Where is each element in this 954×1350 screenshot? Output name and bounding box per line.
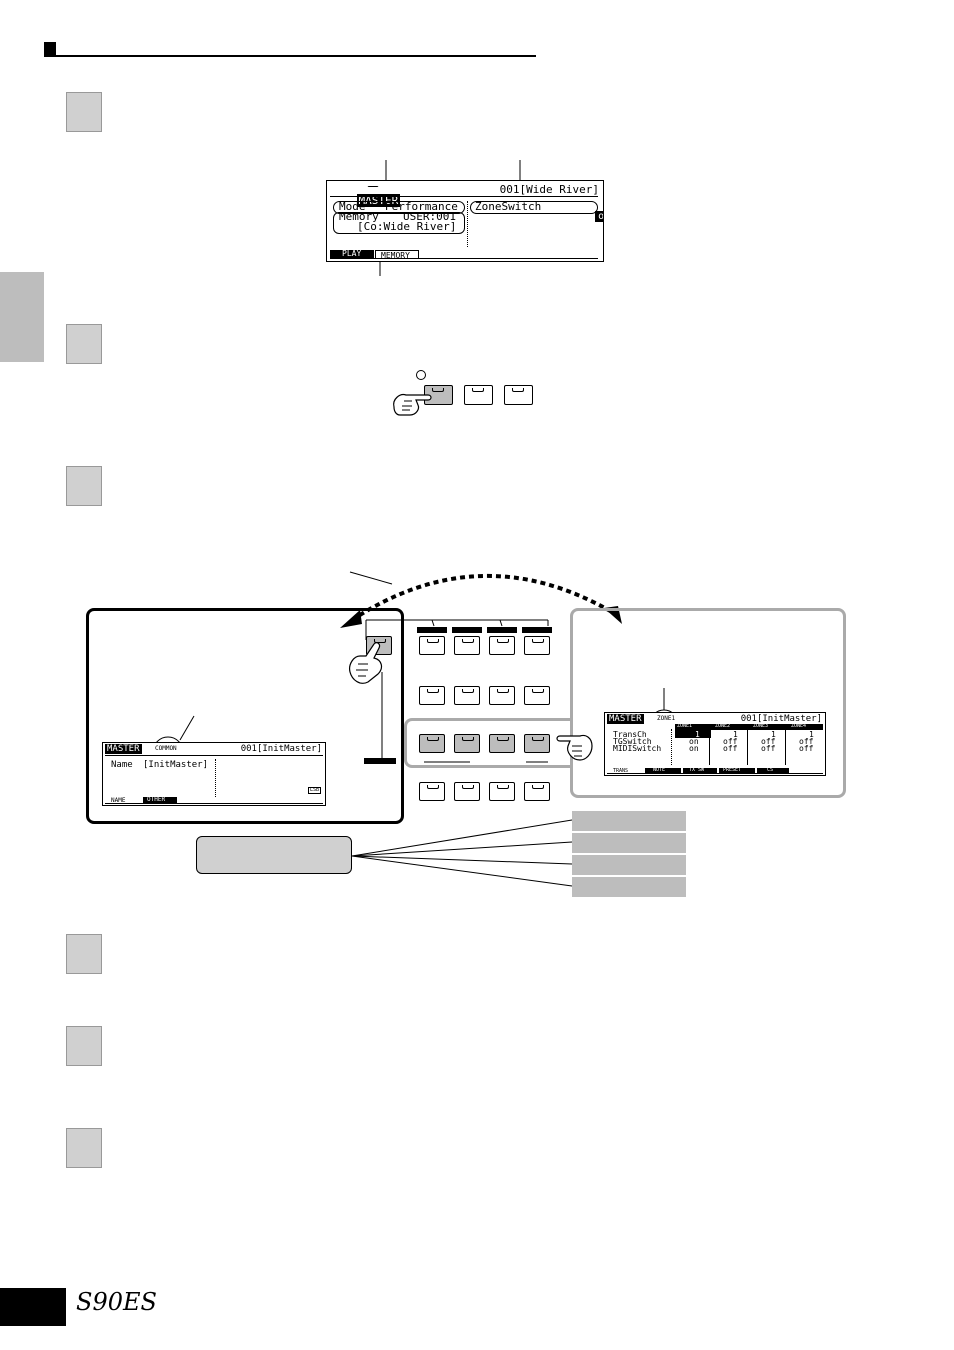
lcd3-row-label-tgswitch: TGSwitch	[613, 737, 652, 746]
lcd3-zone-header-bar	[675, 724, 823, 730]
panel-button-2[interactable]	[464, 385, 493, 405]
page-number-block	[0, 1288, 66, 1326]
lcd1-title: MASTER	[356, 194, 401, 207]
lcd1-tab-play[interactable]: PLAY	[330, 250, 374, 259]
grid-button-r2c2[interactable]	[454, 686, 480, 705]
zone-label-box	[196, 836, 352, 874]
grid-button-r1c2[interactable]	[454, 636, 480, 655]
grid-button-r4c1[interactable]	[419, 782, 445, 801]
lcd3-zone-header-1: ZONE1	[677, 723, 693, 729]
lcd1-header-right: 001[Wide River]	[499, 183, 599, 196]
grid-button-r2c3[interactable]	[489, 686, 515, 705]
lcd-master-play-screen: MASTER 001[Wide River] Mode Performance …	[326, 180, 604, 262]
lcd2-name-label: Name	[111, 760, 133, 770]
zone-switch-label: ZoneSwitch	[475, 200, 542, 213]
lcd3-row-label-transch: TransCh	[613, 730, 647, 739]
panel-button-3[interactable]	[504, 385, 533, 405]
lcd3-title: MASTER	[607, 714, 644, 724]
zone-bar-4	[572, 877, 686, 897]
lcd3-header-right: 001[InitMaster]	[740, 714, 822, 724]
step-marker-2	[66, 324, 102, 364]
lcd3-tab-txsw[interactable]: TX SW	[683, 768, 717, 774]
lcd3-row-label-midiswitch: MIDISwitch	[613, 744, 662, 753]
section-rule	[44, 55, 536, 57]
grid-button-r1c4[interactable]	[524, 636, 550, 655]
zone1-button[interactable]	[419, 734, 445, 753]
lcd-master-zone-screen: MASTER ZONE1 001[InitMaster] ZONE1 ZONE2…	[604, 712, 826, 776]
lcd3-zone-header-2: ZONE2	[715, 723, 731, 729]
lcd3-transch-zone1[interactable]: 1	[695, 730, 700, 739]
zone-switch-value: on	[595, 211, 603, 222]
lcd1-tab-memory[interactable]: MEMORY	[375, 250, 419, 260]
lcd3-transch-zone3[interactable]: 1	[771, 730, 776, 739]
lcd3-transch-zone4[interactable]: 1	[809, 730, 814, 739]
memory-label: Memory	[339, 210, 379, 223]
grid-button-r4c4[interactable]	[524, 782, 550, 801]
mode-label: Mode	[339, 200, 366, 213]
step-marker-6	[66, 1128, 102, 1168]
lcd3-zone-tag: ZONE1	[657, 715, 676, 722]
lcd3-tab-preset[interactable]: PRESET	[719, 768, 755, 774]
panel-bracket-lines	[365, 619, 549, 763]
lcd3-midiswitch-zone2[interactable]: off	[723, 744, 738, 753]
lcd3-transch-zone2[interactable]: 1	[733, 730, 738, 739]
s90es-logo: S90ES	[76, 1288, 157, 1316]
lcd3-midiswitch-zone1[interactable]: on	[689, 744, 699, 753]
section-marker	[44, 42, 56, 56]
zone-edit-callout-box	[570, 608, 846, 798]
grid-button-r2c1[interactable]	[419, 686, 445, 705]
zone4-button[interactable]	[524, 734, 550, 753]
zone-bar-2	[572, 833, 686, 853]
memory-box[interactable]	[333, 212, 465, 234]
lcd3-tab-cs[interactable]: CS	[757, 768, 789, 774]
lcd3-tgswitch-zone1[interactable]: on	[689, 737, 699, 746]
lcd3-tgswitch-zone2[interactable]: off	[723, 737, 738, 746]
lcd3-midiswitch-zone4[interactable]: off	[799, 744, 814, 753]
zone-row-highlight	[404, 718, 572, 768]
lcd-master-common-screen: MASTER COMMON 001[InitMaster] Name [Init…	[102, 742, 326, 806]
step-marker-4	[66, 934, 102, 974]
lcd3-zone-header-4: ZONE4	[791, 723, 807, 729]
memory-name: [Co:Wide River]	[357, 220, 457, 233]
grid-button-r1c1[interactable]	[419, 636, 445, 655]
zone3-button[interactable]	[489, 734, 515, 753]
lcd3-midiswitch-zone3[interactable]: off	[761, 744, 776, 753]
fan-lines	[351, 819, 573, 887]
mode-pill[interactable]	[333, 201, 465, 214]
grid-button-r2c4[interactable]	[524, 686, 550, 705]
lcd2-tab-name[interactable]: NAME	[111, 797, 126, 804]
lcd2-common-tag: COMMON	[155, 745, 177, 752]
zone2-button[interactable]	[454, 734, 480, 753]
zone-bar-3	[572, 855, 686, 875]
lcd2-title: MASTER	[105, 744, 142, 754]
grid-button-r4c2[interactable]	[454, 782, 480, 801]
memory-value: USER:001	[403, 210, 456, 223]
zone-switch-pill[interactable]	[470, 201, 598, 214]
bracket-bar-left	[364, 758, 396, 764]
lcd2-tab-other[interactable]: OTHER	[143, 797, 177, 804]
side-tab	[0, 272, 44, 362]
led-indicator	[416, 370, 426, 380]
zone-bar-1	[572, 811, 686, 831]
common-pointing-hand-icon	[349, 642, 383, 684]
lcd3-tab-note[interactable]: NOTE	[645, 768, 681, 774]
lcd3-tab-trans[interactable]: TRANS	[613, 768, 629, 774]
lcd2-indicator: LSB	[307, 787, 321, 794]
mode-value: Performance	[385, 200, 458, 213]
zone-pointing-hand-icon	[556, 734, 593, 761]
lcd3-tgswitch-zone3[interactable]: off	[761, 737, 776, 746]
step-marker-3	[66, 466, 102, 506]
lcd3-tgswitch-zone4[interactable]: off	[799, 737, 814, 746]
common-edit-callout-box	[86, 608, 404, 824]
lcd3-zone-header-3: ZONE3	[753, 723, 769, 729]
grid-button-r1c3[interactable]	[489, 636, 515, 655]
step-marker-1	[66, 92, 102, 132]
pointing-hand-icon	[393, 394, 432, 416]
step-marker-5	[66, 1026, 102, 1066]
lcd2-header-right: 001[InitMaster]	[240, 744, 322, 754]
lcd2-name-value[interactable]: [InitMaster]	[143, 760, 209, 770]
grid-button-r4c3[interactable]	[489, 782, 515, 801]
